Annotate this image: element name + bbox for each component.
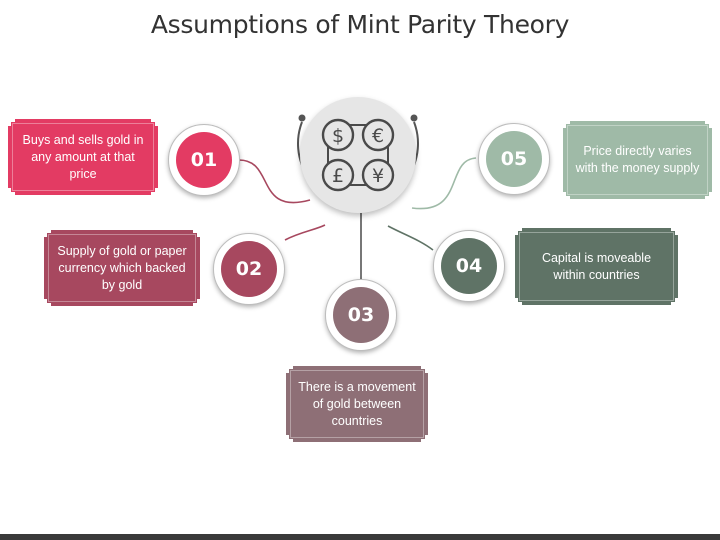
- yen-symbol: ¥: [372, 165, 384, 187]
- number-label-02: 02: [221, 241, 277, 297]
- hub-arc-dot-right: [410, 114, 418, 122]
- assumption-text-02: Supply of gold or paper currency which b…: [57, 243, 187, 292]
- dollar-symbol: $: [332, 125, 344, 147]
- currency-exchange-icon: $ € £ ¥: [321, 118, 395, 192]
- connector-04: [387, 225, 434, 251]
- number-badge-04: 04: [433, 230, 505, 302]
- number-label-01: 01: [176, 132, 232, 188]
- assumption-card-05: Price directly varies with the money sup…: [563, 121, 712, 199]
- pound-symbol: £: [332, 165, 344, 187]
- assumption-card-02: Supply of gold or paper currency which b…: [44, 230, 200, 306]
- assumption-card-03: There is a movement of gold between coun…: [286, 366, 428, 442]
- assumption-text-05: Price directly varies with the money sup…: [575, 144, 700, 175]
- number-badge-01: 01: [168, 124, 240, 196]
- assumption-text-04: Capital is moveable within countries: [541, 250, 652, 282]
- currency-hub: $ € £ ¥: [300, 97, 416, 213]
- assumption-card-04: Capital is moveable within countries: [515, 228, 678, 305]
- yen-icon: ¥: [361, 158, 395, 192]
- number-badge-02: 02: [213, 233, 285, 305]
- number-badge-05: 05: [478, 123, 550, 195]
- number-label-03: 03: [333, 287, 389, 343]
- euro-icon: €: [361, 118, 395, 152]
- connector-01: [238, 159, 311, 204]
- assumption-text-01: Buys and sells gold in any amount at tha…: [22, 132, 144, 181]
- euro-symbol: €: [372, 125, 384, 147]
- connector-05: [411, 157, 477, 210]
- connector-02: [284, 224, 326, 241]
- assumption-text-03: There is a movement of gold between coun…: [298, 379, 416, 428]
- number-badge-03: 03: [325, 279, 397, 351]
- number-label-04: 04: [441, 238, 497, 294]
- assumption-card-01: Buys and sells gold in any amount at tha…: [8, 119, 158, 195]
- bottom-bar: [0, 534, 720, 540]
- page-title: Assumptions of Mint Parity Theory: [150, 10, 570, 39]
- hub-arc-dot-left: [298, 114, 306, 122]
- number-label-05: 05: [486, 131, 542, 187]
- dollar-icon: $: [321, 118, 355, 152]
- pound-icon: £: [321, 158, 355, 192]
